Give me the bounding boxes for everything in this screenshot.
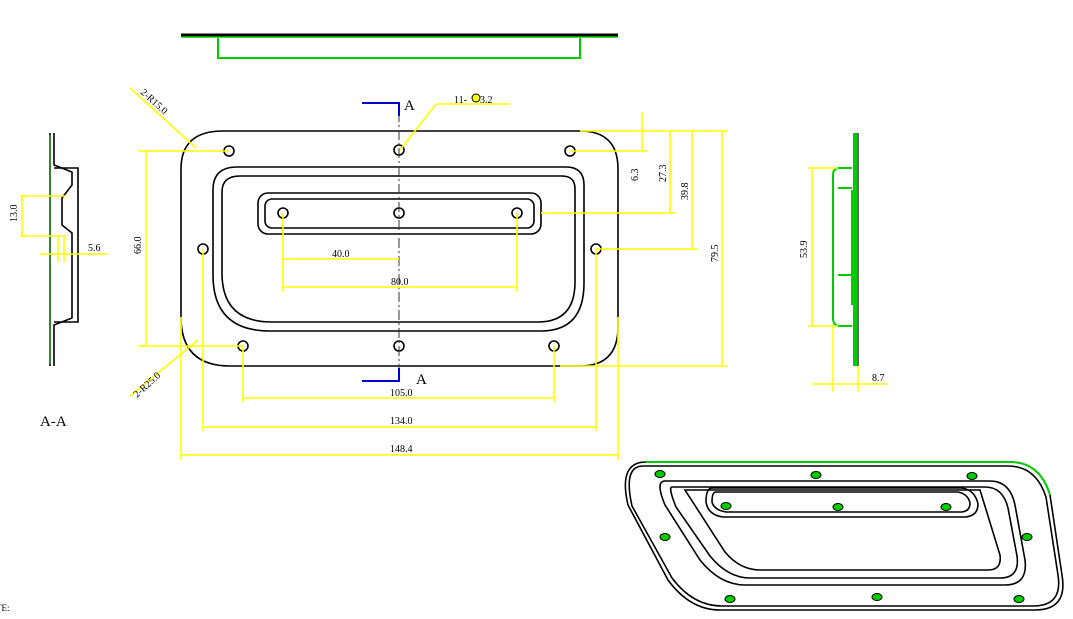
dim-hole-dia: 3.2 [480, 95, 493, 106]
corner-note: TE: [0, 603, 10, 613]
dim-radius-r15: 2-R15.0 [138, 87, 170, 117]
recess-outer [212, 166, 585, 332]
section-mark-bottom [362, 368, 400, 382]
dim-5-6: 5.6 [88, 243, 101, 254]
dim-39-8: 39.8 [680, 183, 691, 201]
section-label-bottom: A [416, 372, 427, 388]
section-label-top: A [404, 98, 415, 114]
dim-134: 134.0 [390, 416, 413, 427]
dim-hole-count: 11- [454, 95, 467, 106]
front-view: A A [180, 98, 619, 388]
dim-80: 80.0 [391, 277, 409, 288]
top-edge-view [181, 33, 618, 59]
dim-66: 66.0 [133, 237, 144, 255]
iso-recess [659, 480, 1027, 586]
front-dimensions: 2-R15.0 2-R25.0 11- 3.2 40.0 80.0 105.0 … [129, 87, 728, 460]
isometric-view [624, 461, 1064, 611]
dim-27-3: 27.3 [658, 165, 669, 183]
recess-inner [221, 175, 576, 323]
dim-148: 148.4 [390, 444, 413, 455]
dim-radius-r25: 2-R25.0 [132, 370, 164, 400]
dim-8-7: 8.7 [872, 373, 885, 384]
side-view: 53.9 8.7 [799, 133, 888, 392]
iso-plate [624, 461, 1064, 611]
dim-53-9: 53.9 [799, 241, 810, 259]
section-title: A-A [40, 414, 67, 430]
section-mark-top [362, 102, 400, 116]
dim-40: 40.0 [332, 249, 350, 260]
dim-13: 13.0 [9, 205, 20, 223]
dim-6-3: 6.3 [630, 169, 641, 182]
dim-79-5: 79.5 [710, 245, 721, 263]
section-view: 13.0 5.6 A-A [9, 133, 108, 430]
dim-105: 105.0 [390, 388, 413, 399]
plate-outline [180, 130, 619, 367]
iso-slot [705, 487, 979, 518]
